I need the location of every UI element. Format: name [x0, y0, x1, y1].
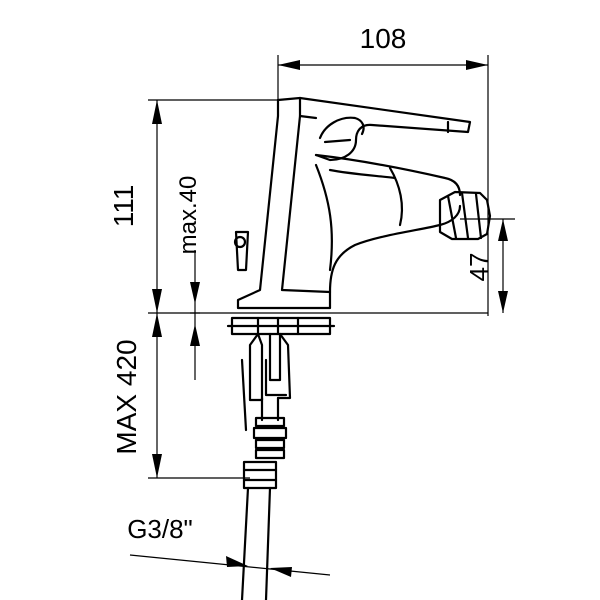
deck-thickness-label: max.40 [175, 176, 202, 255]
faucet-body [236, 98, 462, 310]
dimension-deck-thickness: max.40 [175, 176, 202, 380]
mounting-hardware [226, 316, 336, 402]
connection-label: G3/8" [127, 514, 193, 544]
spout-outlet [438, 190, 492, 241]
dimension-hose-length: MAX 420 [111, 313, 250, 479]
lever-handle [276, 96, 472, 162]
popup-rod [240, 358, 288, 432]
height-label: 111 [108, 185, 139, 228]
spout-height-label: 47 [464, 253, 494, 282]
hose-length-label: MAX 420 [111, 339, 142, 454]
dimension-spout-height: 47 [460, 218, 515, 313]
dimension-width: 108 [277, 23, 489, 316]
dimension-height: 111 [108, 99, 278, 314]
popup-knob [233, 230, 250, 272]
flexible-hose [240, 396, 288, 600]
dimension-connection: G3/8" [127, 514, 331, 577]
width-label: 108 [360, 23, 407, 54]
